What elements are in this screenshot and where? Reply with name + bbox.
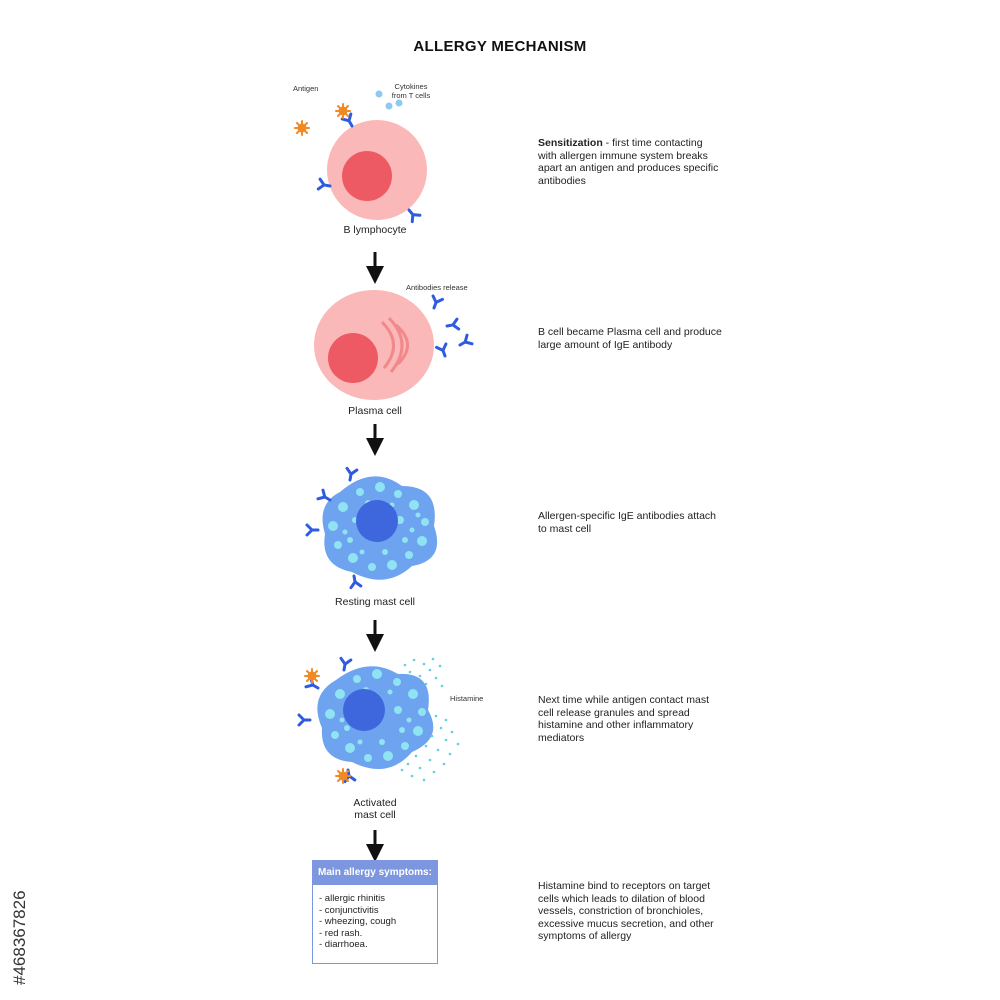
histamine-description: Histamine bind to receptors on target ce… <box>538 880 714 942</box>
resting-mast-cell-description: Allergen-specific IgE antibodies attach … <box>538 510 717 535</box>
b-lymphocyte-caption: B lymphocyte <box>343 224 407 236</box>
cytokines-label: Cytokines from T cells <box>389 82 433 100</box>
activated-mast-cell-caption: Activated mast cell <box>310 797 440 821</box>
activated-caption-line1: Activated <box>353 797 397 809</box>
list-item: - red rash. <box>319 927 363 939</box>
symptoms-list: - allergic rhinitis - conjunctivitis - w… <box>319 893 437 951</box>
list-item: - wheezing, cough <box>319 916 397 927</box>
histamine-particles-icon <box>400 657 460 782</box>
activated-mast-cell-description: Next time while antigen contact mast cel… <box>538 694 709 744</box>
antibodies-release-icon <box>427 294 474 360</box>
activated-caption-line2: mast cell <box>354 809 396 821</box>
sensitization-text: - first time contacting with allergen im… <box>538 137 719 187</box>
resting-mast-cell <box>305 466 438 590</box>
resting-mast-cell-caption: Resting mast cell <box>335 596 415 608</box>
histamine-label: Histamine <box>450 694 484 703</box>
list-item: - allergic rhinitis <box>319 893 385 904</box>
plasma-cell <box>314 290 434 400</box>
b-lymphocyte-cell <box>316 112 427 224</box>
cytokines-label-line1: Cytokines <box>394 82 428 91</box>
symptoms-heading: Main allergy symptoms: <box>313 861 437 885</box>
cytokines-icon <box>375 90 403 110</box>
activated-mast-cell <box>297 656 434 784</box>
list-item: - diarrhoea. <box>319 939 368 950</box>
symptoms-box: Main allergy symptoms: - allergic rhinit… <box>312 860 438 964</box>
antibodies-release-label: Antibodies release <box>406 283 468 292</box>
list-item: - conjunctivitis <box>319 904 379 916</box>
plasma-cell-description: B cell became Plasma cell and produce la… <box>538 326 722 351</box>
cytokines-label-line2: from T cells <box>391 91 431 100</box>
stock-id: #468367826 <box>10 890 29 985</box>
plasma-cell-caption: Plasma cell <box>348 405 402 417</box>
page-title: ALLERGY MECHANISM <box>413 38 587 55</box>
antigen-label: Antigen <box>293 84 319 93</box>
sensitization-term: Sensitization <box>538 137 603 149</box>
sensitization-description: Sensitization - first time contacting wi… <box>538 137 723 187</box>
